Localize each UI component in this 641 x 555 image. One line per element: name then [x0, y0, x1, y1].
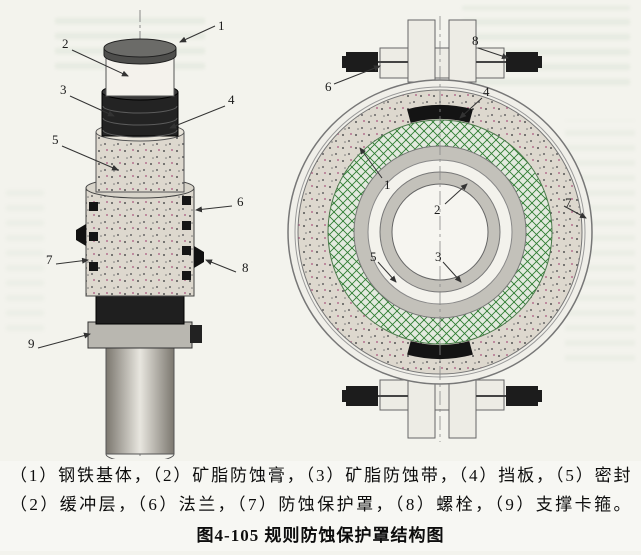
right-label-8: 8 [472, 33, 479, 48]
left-label-6: 6 [237, 194, 244, 209]
left-label-2: 2 [62, 36, 69, 51]
top-left-bolt [346, 52, 378, 72]
top-baffle-arc [407, 105, 473, 123]
figure-caption: （1）钢铁基体，（2）矿脂防蚀膏，（3）矿脂防蚀带，（4）挡板，（5）密封 （2… [0, 461, 641, 551]
right-label-3: 3 [435, 249, 442, 264]
flange-ring [85, 187, 195, 297]
right-leader-lines [333, 47, 587, 283]
left-label-4: 4 [228, 92, 235, 107]
sealing-layer-section [95, 131, 185, 193]
right-diagram-cross-section: 8 6 4 1 2 7 5 3 [287, 16, 593, 442]
left-label-1: 1 [218, 18, 225, 33]
tape-ridges [102, 105, 178, 138]
top-cap [103, 38, 177, 58]
concentric-rings [287, 16, 593, 442]
top-right-bolt [506, 52, 538, 72]
right-label-6: 6 [325, 79, 332, 94]
legend-line-1: （1）钢铁基体，（2）矿脂防蚀膏，（3）矿脂防蚀带，（4）挡板，（5）密封 [10, 466, 631, 485]
right-label-5: 5 [370, 249, 377, 264]
left-bolt-head [76, 224, 86, 246]
clamp-bolt [190, 325, 202, 343]
pipe-assembly [76, 38, 204, 459]
right-part-numbers: 8 6 4 1 2 7 5 3 [325, 33, 572, 264]
bottom-left-bolt [346, 386, 378, 406]
left-label-9: 9 [28, 336, 35, 351]
bare-steel-pipe [105, 343, 175, 455]
left-label-5: 5 [52, 132, 59, 147]
right-label-1: 1 [384, 177, 391, 192]
left-leader-lines [37, 25, 237, 349]
pipe-bottom-edge [105, 453, 175, 459]
top-flange [342, 19, 542, 83]
left-diagram-longitudinal-view: 1 2 3 4 5 6 7 8 9 [28, 10, 249, 459]
left-label-7: 7 [46, 252, 53, 267]
right-label-7: 7 [565, 195, 572, 210]
right-bolt-head [194, 246, 204, 268]
lower-tape-band [95, 293, 185, 325]
legend-line-2: （2）缓冲层，（6）法兰，（7）防蚀保护罩，（8）螺栓，（9）支撑卡箍。 [10, 495, 631, 514]
support-clamp [87, 321, 193, 349]
right-label-4: 4 [483, 84, 490, 99]
flange-bolt-row [89, 196, 191, 280]
left-label-3: 3 [60, 82, 67, 97]
right-label-2: 2 [434, 202, 441, 217]
left-part-numbers: 1 2 3 4 5 6 7 8 9 [28, 18, 249, 351]
bottom-right-bolt [506, 386, 538, 406]
figure-title: 图4-105 规则防蚀保护罩结构图 [196, 526, 445, 545]
left-label-8: 8 [242, 260, 249, 275]
bottom-flange [342, 375, 542, 439]
